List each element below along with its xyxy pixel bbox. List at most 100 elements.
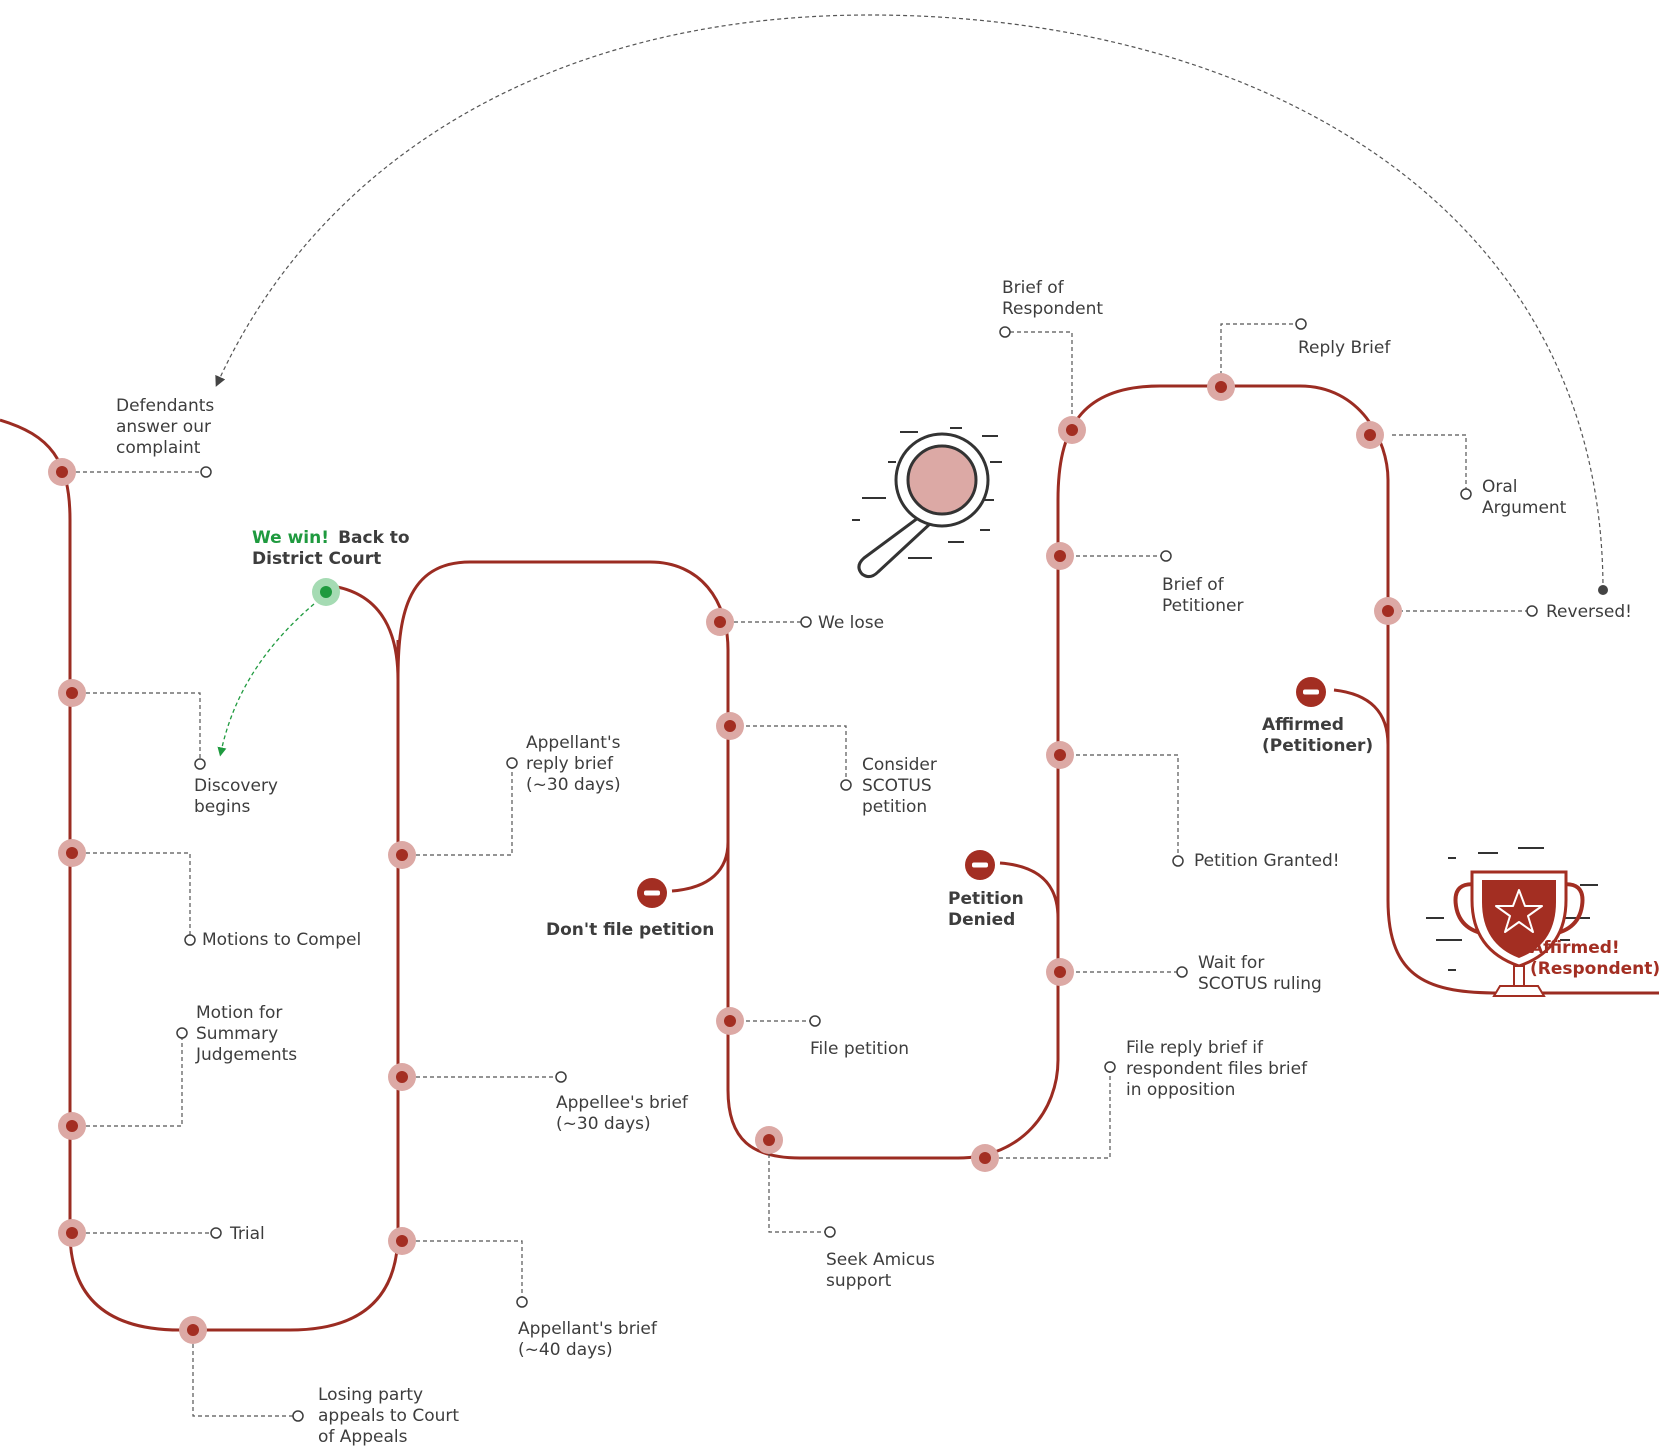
back-to-district-arrow	[217, 603, 315, 757]
node-motions	[58, 839, 86, 867]
node-wait	[1046, 958, 1074, 986]
leader-granted	[1062, 754, 1179, 860]
reversed-return-arrow	[215, 14, 1604, 591]
nodes	[48, 373, 1402, 1344]
reversed-arrow-origin	[1598, 585, 1608, 595]
leader-summary	[72, 1033, 183, 1127]
leader-amicus	[768, 1140, 830, 1233]
leader-file-reply	[985, 1067, 1111, 1159]
label-discovery: Discovery begins	[194, 776, 283, 817]
track-paths	[0, 384, 1659, 1332]
node-losing	[179, 1316, 207, 1344]
endpoint-motions	[184, 934, 196, 946]
endpoint-reversed	[1526, 605, 1538, 617]
label-reversed: Reversed!	[1546, 602, 1632, 622]
endpoint-brief-respondent	[999, 326, 1011, 338]
node-discovery	[58, 679, 86, 707]
label-appellees: Appellee's brief (~30 days)	[556, 1093, 693, 1134]
leader-lines	[62, 323, 1531, 1417]
label-we-lose: We lose	[818, 613, 884, 633]
stop-icon	[965, 850, 995, 880]
label-we-win: We win! Back to District Court	[252, 528, 415, 569]
leader-reply-brief	[1220, 323, 1300, 382]
endpoint-oral	[1460, 488, 1472, 500]
leader-losing	[192, 1330, 298, 1417]
label-granted: Petition Granted!	[1194, 851, 1340, 871]
leader-oral	[1392, 434, 1467, 494]
leader-appellants-reply	[402, 763, 513, 856]
endpoint-amicus	[824, 1226, 836, 1238]
node-reply-brief	[1207, 373, 1235, 401]
label-dont-file: Don't file petition	[546, 920, 714, 940]
endpoint-we-lose	[800, 616, 812, 628]
label-motions: Motions to Compel	[202, 930, 361, 950]
track-petition-denied	[999, 861, 1060, 919]
label-brief-respondent: Brief of Respondent	[1002, 278, 1103, 319]
node-file-petition	[716, 1007, 744, 1035]
track-affirmed-petitioner	[1333, 688, 1390, 746]
label-affirmed-petitioner: Affirmed (Petitioner)	[1262, 715, 1373, 756]
node-reversed	[1374, 597, 1402, 625]
labels: Defendants answer our complaint Discover…	[116, 278, 1659, 1447]
node-consider	[716, 712, 744, 740]
leader-appellants-brief	[402, 1240, 523, 1300]
leader-consider	[732, 725, 847, 785]
label-trial: Trial	[229, 1224, 265, 1244]
node-brief-respondent	[1058, 416, 1086, 444]
leader-motions	[72, 852, 191, 938]
label-losing: Losing party appeals to Court of Appeals	[318, 1385, 464, 1447]
label-brief-petitioner: Brief of Petitioner	[1162, 575, 1244, 616]
stop-icon	[1296, 677, 1326, 707]
label-appellants-reply: Appellant's reply brief (~30 days)	[526, 733, 626, 795]
node-oral	[1356, 421, 1384, 449]
track-dont-file	[671, 841, 730, 893]
leader-endpoints	[176, 318, 1538, 1422]
track-appeals	[396, 384, 1659, 1160]
endpoint-file-petition	[809, 1015, 821, 1027]
win-dot-icon	[312, 578, 340, 606]
node-trial	[58, 1219, 86, 1247]
label-defendants: Defendants answer our complaint	[116, 396, 220, 458]
endpoint-appellees	[555, 1071, 567, 1083]
node-defendants	[48, 458, 76, 486]
node-granted	[1046, 741, 1074, 769]
label-summary: Motion for Summary Judgements	[195, 1003, 297, 1065]
endpoint-wait	[1176, 966, 1188, 978]
node-amicus	[755, 1126, 783, 1154]
label-affirmed-respondent: Affirmed! (Respondent)	[1530, 938, 1659, 979]
label-consider: Consider SCOTUS petition	[862, 755, 942, 817]
node-brief-petitioner	[1046, 542, 1074, 570]
label-file-petition: File petition	[810, 1039, 909, 1059]
label-oral: Oral Argument	[1482, 477, 1567, 518]
label-wait: Wait for SCOTUS ruling	[1198, 953, 1322, 994]
leader-brief-respondent	[1006, 331, 1073, 428]
node-appellees	[388, 1063, 416, 1091]
label-appellants-brief: Appellant's brief (~40 days)	[518, 1319, 662, 1360]
endpoint-file-reply	[1104, 1061, 1116, 1073]
node-we-lose	[706, 608, 734, 636]
label-petition-denied: Petition Denied	[948, 889, 1030, 930]
magnifier-icon	[852, 427, 1002, 579]
label-amicus: Seek Amicus support	[826, 1250, 940, 1291]
endpoint-appellants-brief	[516, 1296, 528, 1308]
endpoint-appellants-reply	[506, 757, 518, 769]
node-appellants-brief	[388, 1227, 416, 1255]
trophy-icon	[1426, 847, 1598, 997]
stop-icon	[637, 878, 667, 908]
endpoint-granted	[1172, 855, 1184, 867]
endpoint-discovery	[194, 758, 206, 770]
node-appellants-reply	[388, 841, 416, 869]
endpoint-losing	[292, 1410, 304, 1422]
endpoint-summary	[176, 1027, 188, 1039]
endpoint-defendants	[200, 466, 212, 478]
label-reply-brief: Reply Brief	[1298, 338, 1391, 358]
endpoint-brief-petitioner	[1160, 550, 1172, 562]
leader-discovery	[72, 692, 201, 762]
endpoint-consider	[840, 779, 852, 791]
node-summary	[58, 1112, 86, 1140]
label-file-reply: File reply brief if respondent files bri…	[1126, 1038, 1313, 1100]
node-file-reply	[971, 1144, 999, 1172]
endpoint-reply-brief	[1295, 318, 1307, 330]
endpoint-trial	[210, 1227, 222, 1239]
